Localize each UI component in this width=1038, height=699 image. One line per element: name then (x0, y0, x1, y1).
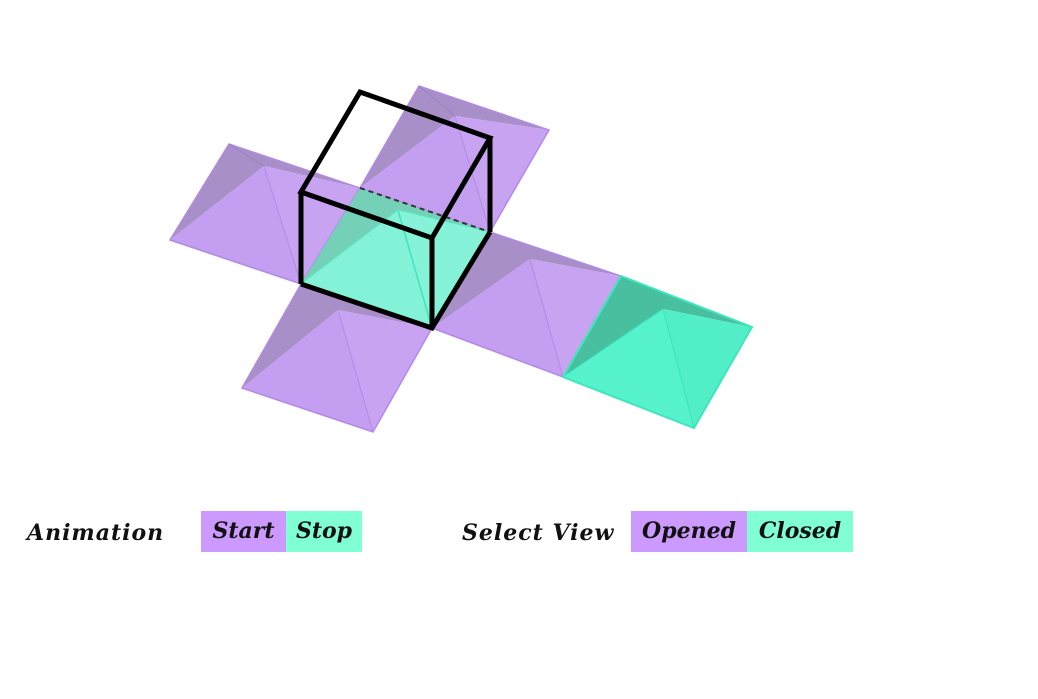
start-button[interactable]: Start (201, 511, 286, 552)
opened-button[interactable]: Opened (631, 511, 747, 552)
pyramid-center (300, 187, 491, 329)
pyramid-top (358, 85, 551, 233)
wireframe-cube (297, 88, 494, 332)
pyramid-left (168, 143, 362, 285)
pyramid-far-right (561, 274, 754, 430)
animation-label: Animation (27, 520, 165, 546)
closed-button[interactable]: Closed (747, 511, 853, 552)
stop-button[interactable]: Stop (286, 511, 362, 552)
select-view-label: Select View (462, 520, 615, 546)
